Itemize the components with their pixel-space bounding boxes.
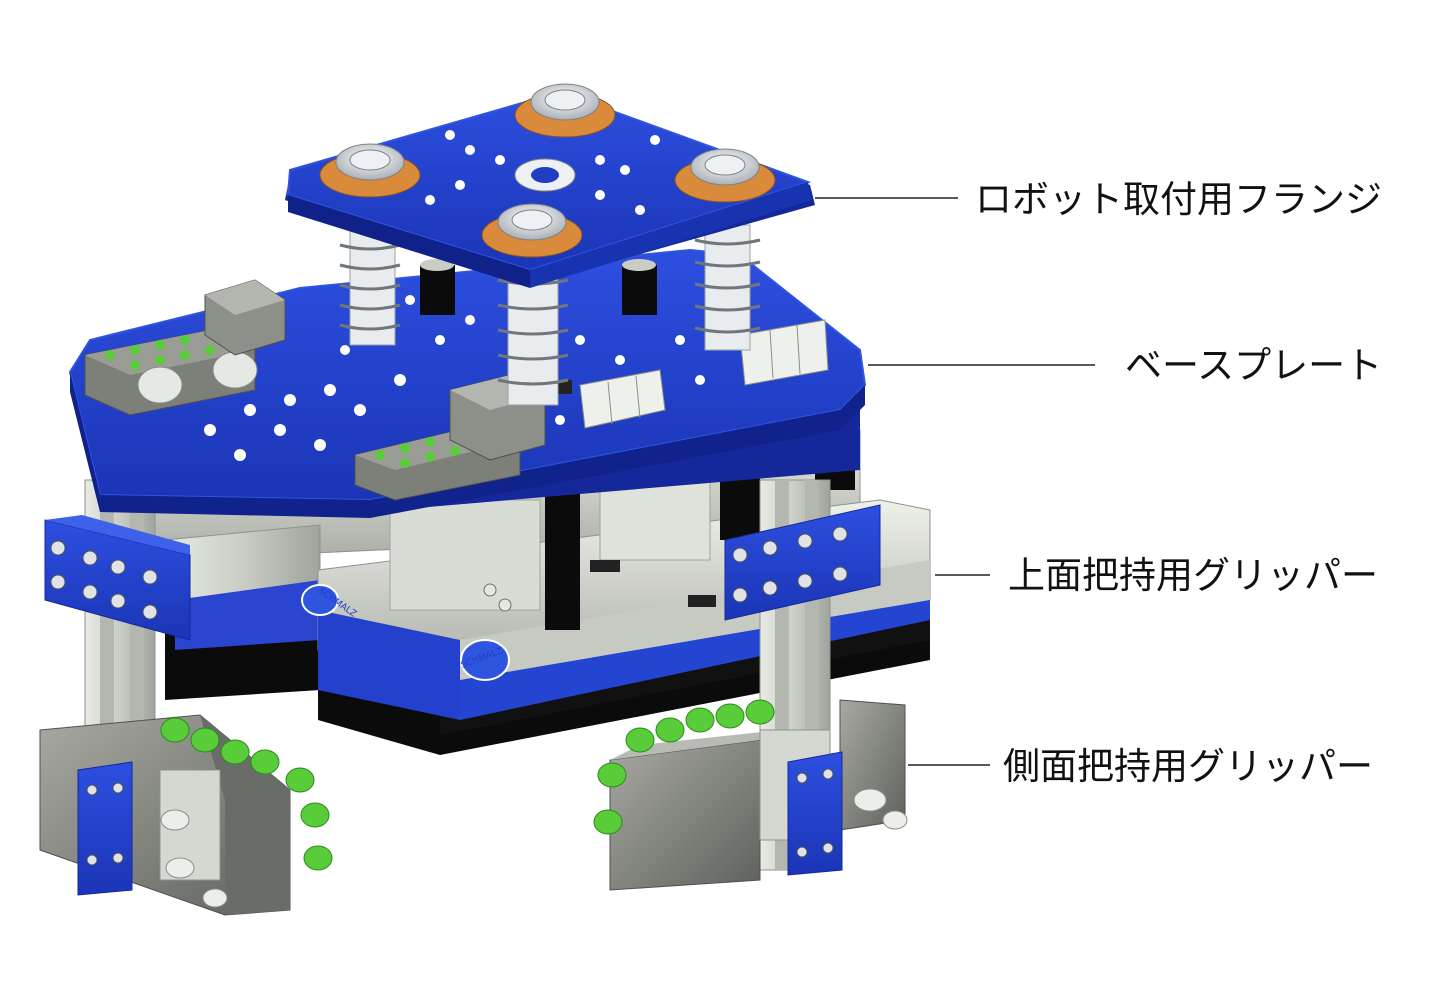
- left-clamp-bolts: [50, 540, 158, 620]
- io-module-left: [84, 329, 258, 416]
- label-side-gripper: 側面把持用グリッパー: [1003, 745, 1373, 788]
- label-base-plate: ベースプレート: [1125, 344, 1382, 387]
- spring-left: [339, 229, 401, 346]
- side-gripper-left-fittings: [160, 717, 333, 871]
- robot-flange-holes: [425, 130, 660, 215]
- label-robot-flange: ロボット取付用フランジ: [975, 178, 1382, 221]
- flange-bushing-front: [481, 203, 583, 258]
- label-top-gripper: 上面把持用グリッパー: [1008, 554, 1378, 597]
- spring-right: [694, 224, 761, 351]
- side-gripper-right-fittings: [593, 699, 775, 835]
- vacuum-switches-center: [579, 369, 666, 429]
- flange-bushing-top: [514, 83, 616, 138]
- flange-bushing-left: [319, 143, 421, 198]
- guide-post-left: [420, 259, 455, 315]
- vacuum-switches-right: [739, 319, 829, 386]
- right-clamp-bolts: [732, 526, 848, 603]
- side-gripper-right: [609, 699, 908, 891]
- valve-block-left: [204, 279, 286, 356]
- flange-bushing-right: [674, 148, 776, 203]
- guide-post-right: [622, 259, 657, 315]
- side-gripper-left: [39, 714, 291, 916]
